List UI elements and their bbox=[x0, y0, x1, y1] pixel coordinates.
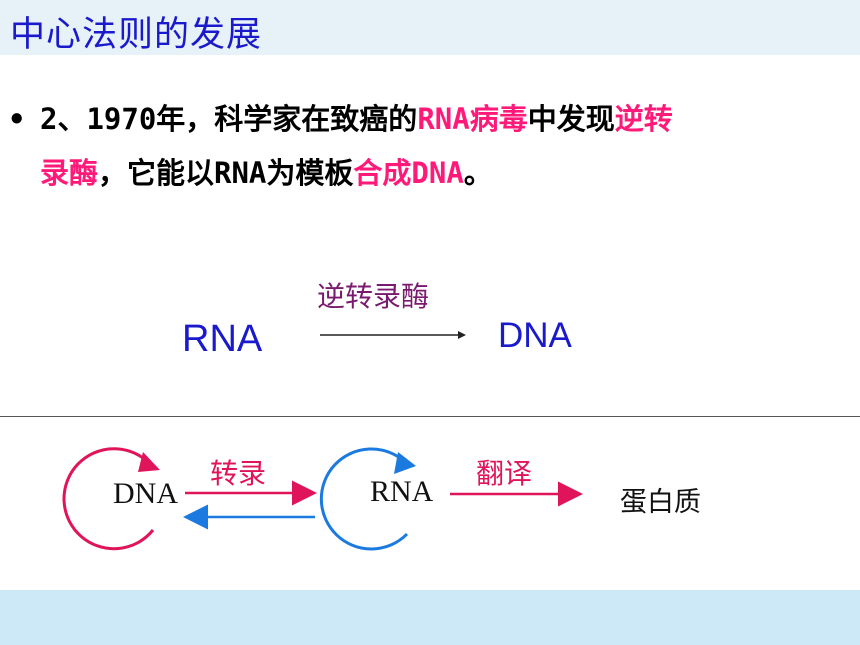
bullet-line-1-text: 2、1970年，科学家在致癌的RNA病毒中发现逆转 bbox=[40, 102, 673, 136]
dna-replication-loop bbox=[62, 447, 155, 551]
bullet-line-2-segment-3: 。 bbox=[463, 156, 493, 190]
bullet-line-2-segment-1: ，它能以RNA为模板 bbox=[98, 156, 354, 190]
rna-replication-loop bbox=[319, 447, 409, 551]
footer-bar bbox=[0, 590, 860, 645]
enzyme-label: 逆转录酶 bbox=[317, 280, 430, 313]
bullet-line-2: 录酶，它能以RNA为模板合成DNA。 bbox=[8, 146, 853, 200]
bullet-line-1: • 2、1970年，科学家在致癌的RNA病毒中发现逆转 bbox=[8, 92, 853, 146]
slide-title: 中心法则的发展 bbox=[10, 15, 263, 55]
diagram-rna-label: RNA bbox=[370, 475, 434, 508]
equation-source-rna: RNA bbox=[182, 318, 263, 360]
bullet-line-2-segment-2: 合成DNA bbox=[353, 156, 464, 190]
rna-loop-arrowhead bbox=[394, 452, 416, 474]
bullet-paragraph: • 2、1970年，科学家在致癌的RNA病毒中发现逆转 录酶，它能以RNA为模板合… bbox=[8, 92, 853, 200]
bullet-line-2-text: 录酶，它能以RNA为模板合成DNA。 bbox=[40, 156, 493, 190]
central-dogma-diagram bbox=[62, 447, 583, 551]
protein-label: 蛋白质 bbox=[620, 487, 701, 518]
bullet-line-1-segment-3: 逆转 bbox=[614, 102, 673, 136]
transcription-label: 转录 bbox=[210, 457, 267, 490]
equation-product-dna: DNA bbox=[498, 316, 572, 355]
reverse-transcription-arrow bbox=[320, 331, 466, 339]
divider-line bbox=[0, 416, 860, 417]
bullet-marker: • bbox=[8, 102, 26, 136]
translation-label: 翻译 bbox=[476, 457, 533, 490]
bullet-line-2-segment-0: 录酶 bbox=[40, 156, 99, 190]
bullet-line-1-segment-1: RNA病毒 bbox=[417, 102, 528, 136]
bullet-line-1-segment-0: 2、1970年，科学家在致癌的 bbox=[40, 102, 418, 136]
dna-loop-arrowhead bbox=[138, 452, 160, 472]
bullet-line-1-segment-2: 中发现 bbox=[527, 102, 615, 136]
diagram-dna-label: DNA bbox=[113, 477, 178, 510]
header-bar: 中心法则的发展 bbox=[0, 0, 860, 55]
